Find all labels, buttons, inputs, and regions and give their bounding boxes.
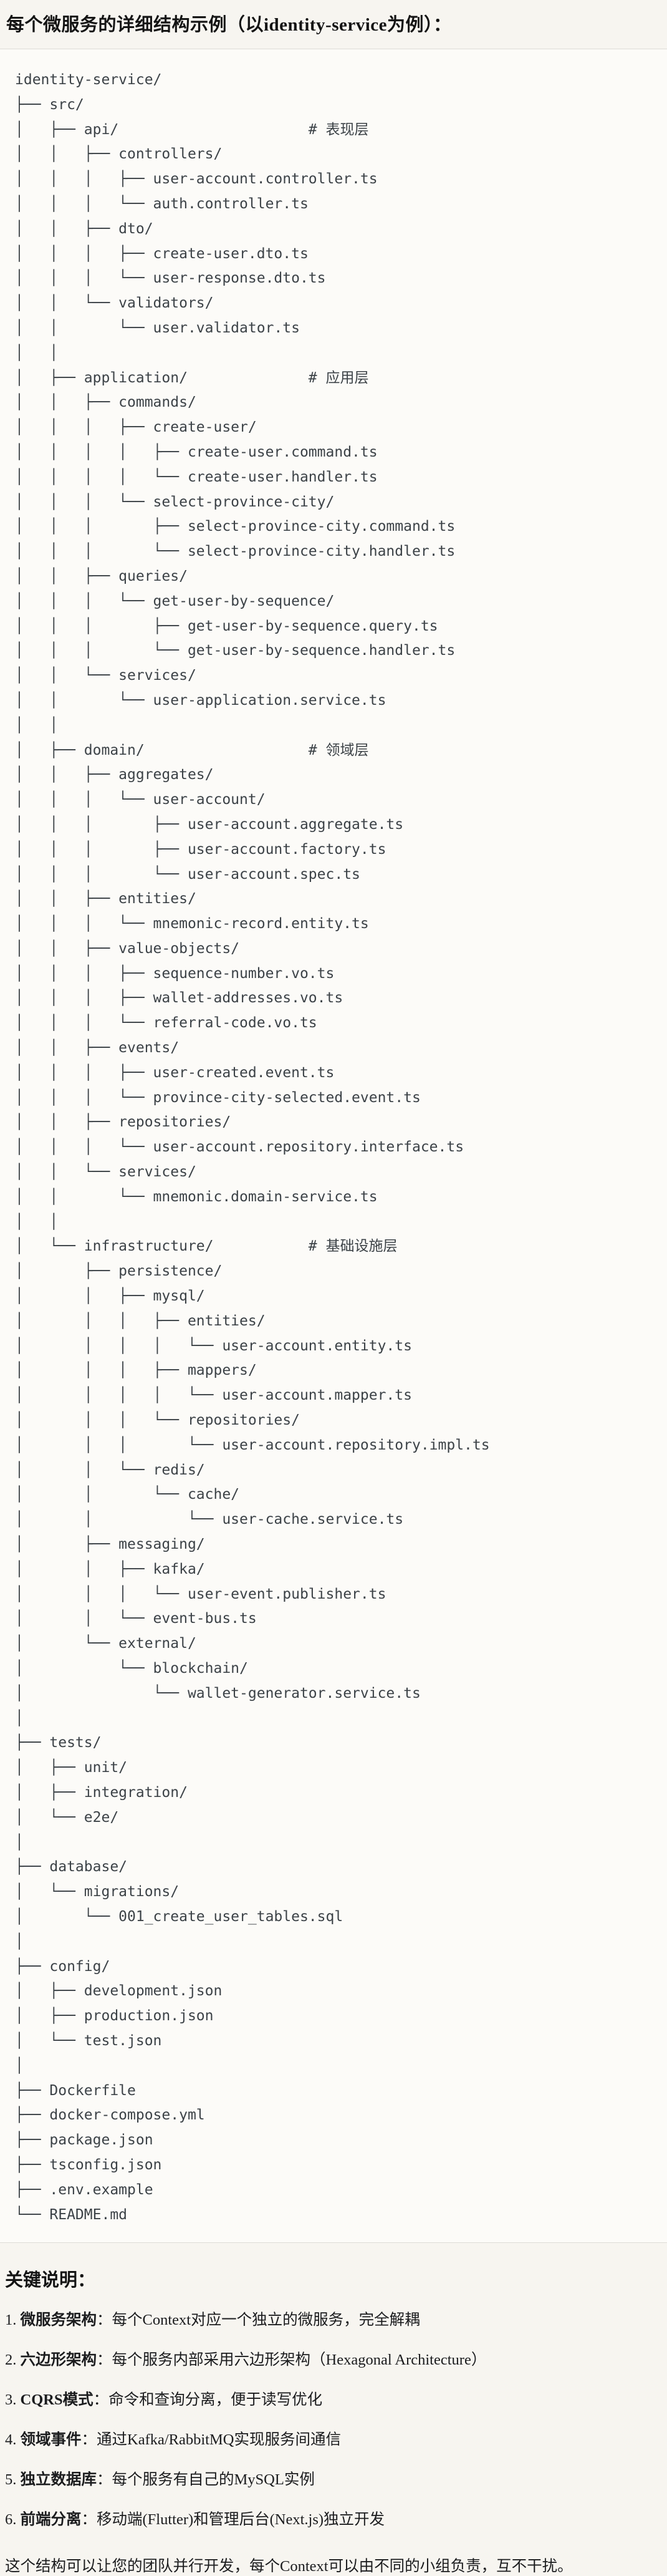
notes-footer: 这个结构可以让您的团队并行开发，每个Context可以由不同的小组负责，互不干扰…: [5, 2558, 573, 2575]
note-item: 2. 六边形架构：每个服务内部采用六边形架构（Hexagonal Archite…: [5, 2350, 662, 2370]
note-item-number: 4.: [5, 2431, 21, 2449]
note-item-label: 微服务架构: [20, 2312, 97, 2329]
note-item-number: 2.: [5, 2351, 21, 2369]
note-item-text: ：移动端(Flutter)和管理后台(Next.js)独立开发: [81, 2511, 385, 2529]
note-item: 6. 前端分离：移动端(Flutter)和管理后台(Next.js)独立开发: [5, 2510, 662, 2529]
page-title: 每个微服务的详细结构示例（以identity-service为例）：: [6, 15, 452, 35]
note-item-text: ：每个服务有自己的MySQL实例: [97, 2471, 315, 2489]
directory-tree-code-block: identity-service/ ├── src/ │ ├── api/ # …: [0, 49, 667, 2244]
note-item-label: 六边形架构: [20, 2351, 97, 2369]
note-item-number: 5.: [5, 2471, 21, 2489]
note-item-text: ：命令和查询分离，便于读写优化: [93, 2391, 323, 2409]
note-item: 1. 微服务架构：每个Context对应一个独立的微服务，完全解耦: [5, 2310, 662, 2330]
note-item-number: 3.: [5, 2391, 21, 2409]
notes-list: 1. 微服务架构：每个Context对应一个独立的微服务，完全解耦 2. 六边形架…: [5, 2310, 662, 2529]
note-item-label: 领域事件: [20, 2431, 82, 2449]
note-item-label: CQRS模式: [20, 2391, 94, 2409]
note-item-text: ：每个Context对应一个独立的微服务，完全解耦: [97, 2312, 420, 2329]
note-item: 3. CQRS模式：命令和查询分离，便于读写优化: [5, 2390, 662, 2409]
note-item-text: ：通过Kafka/RabbitMQ实现服务间通信: [81, 2431, 341, 2449]
note-item-text: ：每个服务内部采用六边形架构（Hexagonal Architecture）: [97, 2351, 487, 2369]
notes-section: 关键说明： 1. 微服务架构：每个Context对应一个独立的微服务，完全解耦 2…: [0, 2265, 667, 2576]
note-item: 5. 独立数据库：每个服务有自己的MySQL实例: [5, 2470, 662, 2489]
note-item-label: 独立数据库: [20, 2471, 97, 2489]
note-item-number: 6.: [5, 2511, 21, 2529]
directory-tree: identity-service/ ├── src/ │ ├── api/ # …: [15, 72, 490, 2223]
note-item: 4. 领域事件：通过Kafka/RabbitMQ实现服务间通信: [5, 2430, 662, 2449]
notes-heading: 关键说明：: [5, 2270, 96, 2291]
note-item-label: 前端分离: [20, 2511, 82, 2529]
note-item-number: 1.: [5, 2312, 21, 2329]
